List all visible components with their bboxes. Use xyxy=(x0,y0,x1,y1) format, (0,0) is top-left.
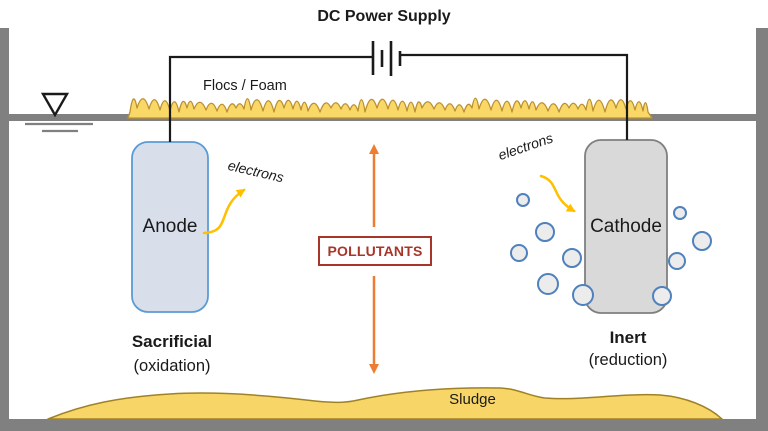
battery-icon xyxy=(371,41,402,76)
anode-caption: Sacrificial (oxidation) xyxy=(92,330,252,378)
gas-bubbles xyxy=(510,193,712,306)
anode-role-label: Sacrificial xyxy=(131,332,213,351)
anode-label: Anode xyxy=(142,216,198,237)
pollutants-box: POLLUTANTS xyxy=(318,236,432,266)
anode-reaction-label: (oxidation) xyxy=(133,357,211,375)
sludge-layer xyxy=(47,387,723,420)
cathode-caption: Inert (reduction) xyxy=(548,326,708,372)
flocs-foam-label: Flocs / Foam xyxy=(203,78,287,94)
cathode-reaction-label: (reduction) xyxy=(588,351,668,369)
cathode-role-label: Inert xyxy=(609,328,647,347)
circuit-wires xyxy=(168,53,629,142)
sludge-label: Sludge xyxy=(449,391,496,408)
electron-arrow-left xyxy=(202,188,246,235)
dc-power-supply-label: DC Power Supply xyxy=(317,8,451,25)
foam-layer xyxy=(127,97,653,119)
water-level-icon xyxy=(25,92,93,133)
cathode-label: Cathode xyxy=(590,215,662,237)
electron-arrow-right xyxy=(539,174,576,213)
tank-walls xyxy=(0,28,768,431)
